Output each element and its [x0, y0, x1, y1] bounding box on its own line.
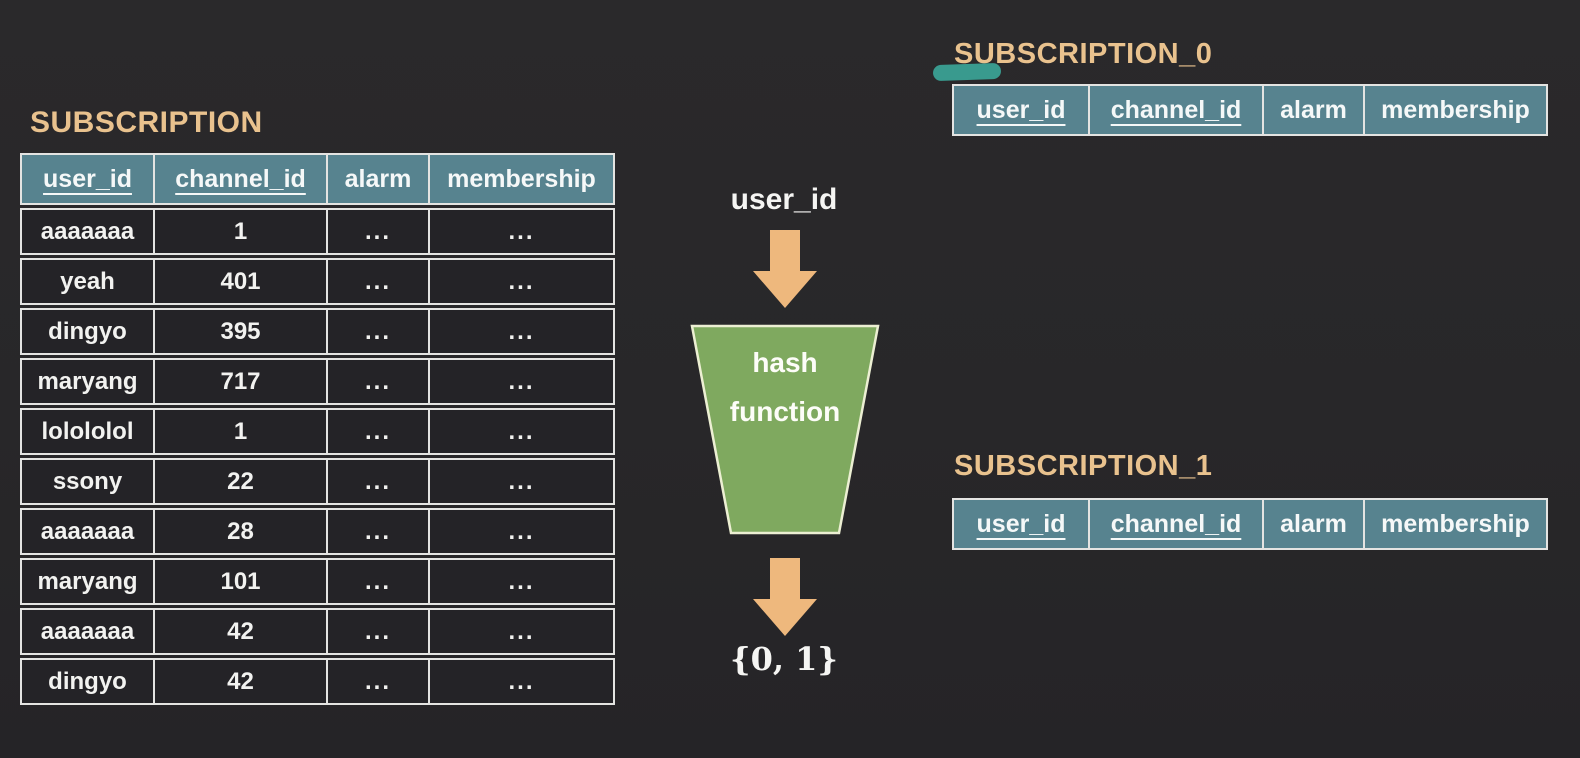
table-row: ssony 22 ... ... [20, 458, 615, 505]
column-header-alarm: alarm [1262, 84, 1363, 136]
hash-function-funnel [690, 324, 880, 535]
column-header-user-id: user_id [952, 498, 1088, 550]
cell-user-id: ssony [20, 458, 153, 505]
down-arrow-icon [753, 558, 817, 636]
cell-channel-id: 1 [153, 408, 326, 455]
shard1-table-title: SUBSCRIPTION_1 [954, 450, 1213, 482]
cell-membership: ... [428, 508, 615, 555]
table-row: dingyo 395 ... ... [20, 308, 615, 355]
cell-membership: ... [428, 408, 615, 455]
column-header-channel-id: channel_id [1088, 498, 1262, 550]
table-row: maryang 717 ... ... [20, 358, 615, 405]
cell-membership: ... [428, 308, 615, 355]
table-row: lolololol 1 ... ... [20, 408, 615, 455]
table-row: yeah 401 ... ... [20, 258, 615, 305]
cell-channel-id: 395 [153, 308, 326, 355]
subscription-0-table: user_id channel_id alarm membership [952, 84, 1548, 136]
hash-function-label-line1: hash [752, 347, 818, 378]
cell-channel-id: 22 [153, 458, 326, 505]
table-row: aaaaaaa 1 ... ... [20, 208, 615, 255]
hash-function-label-line2: function [729, 396, 841, 427]
column-header-membership: membership [428, 153, 615, 205]
cell-channel-id: 1 [153, 208, 326, 255]
cell-channel-id: 42 [153, 608, 326, 655]
cell-channel-id: 42 [153, 658, 326, 705]
cell-channel-id: 28 [153, 508, 326, 555]
table-row: dingyo 42 ... ... [20, 658, 615, 705]
column-header-channel-id: channel_id [1088, 84, 1262, 136]
cell-channel-id: 717 [153, 358, 326, 405]
column-header-user-id: user_id [20, 153, 153, 205]
cell-user-id: maryang [20, 358, 153, 405]
cell-user-id: maryang [20, 558, 153, 605]
column-header-membership: membership [1363, 84, 1548, 136]
table-header-row: user_id channel_id alarm membership [20, 153, 615, 205]
cell-user-id: aaaaaaa [20, 208, 153, 255]
cell-channel-id: 401 [153, 258, 326, 305]
cell-membership: ... [428, 658, 615, 705]
cell-alarm: ... [326, 258, 428, 305]
cell-membership: ... [428, 608, 615, 655]
cell-membership: ... [428, 558, 615, 605]
cell-user-id: aaaaaaa [20, 508, 153, 555]
table-row: aaaaaaa 28 ... ... [20, 508, 615, 555]
cell-alarm: ... [326, 608, 428, 655]
hash-input-label: user_id [730, 183, 838, 216]
column-header-channel-id: channel_id [153, 153, 326, 205]
cell-membership: ... [428, 358, 615, 405]
hash-function-label: hash function [689, 338, 881, 436]
down-arrow-icon [753, 230, 817, 308]
column-header-membership: membership [1363, 498, 1548, 550]
hash-output-label: {0, 1} [730, 640, 838, 678]
subscription-table: user_id channel_id alarm membership aaaa… [20, 150, 615, 708]
table-row: aaaaaaa 42 ... ... [20, 608, 615, 655]
column-header-alarm: alarm [326, 153, 428, 205]
table-header-row: user_id channel_id alarm membership [952, 84, 1548, 136]
cell-membership: ... [428, 208, 615, 255]
table-header-row: user_id channel_id alarm membership [952, 498, 1548, 550]
shard0-table-title: SUBSCRIPTION_0 [954, 38, 1213, 70]
cell-alarm: ... [326, 308, 428, 355]
cell-alarm: ... [326, 558, 428, 605]
main-table-title: SUBSCRIPTION [30, 106, 263, 139]
cell-alarm: ... [326, 508, 428, 555]
cell-alarm: ... [326, 458, 428, 505]
cell-user-id: aaaaaaa [20, 608, 153, 655]
cell-user-id: lolololol [20, 408, 153, 455]
cell-alarm: ... [326, 658, 428, 705]
cell-alarm: ... [326, 358, 428, 405]
table-row: maryang 101 ... ... [20, 558, 615, 605]
cell-channel-id: 101 [153, 558, 326, 605]
column-header-user-id: user_id [952, 84, 1088, 136]
cell-membership: ... [428, 258, 615, 305]
column-header-alarm: alarm [1262, 498, 1363, 550]
cell-alarm: ... [326, 408, 428, 455]
cell-user-id: yeah [20, 258, 153, 305]
cell-user-id: dingyo [20, 308, 153, 355]
cell-alarm: ... [326, 208, 428, 255]
cell-user-id: dingyo [20, 658, 153, 705]
cell-membership: ... [428, 458, 615, 505]
subscription-1-table: user_id channel_id alarm membership [952, 498, 1548, 550]
